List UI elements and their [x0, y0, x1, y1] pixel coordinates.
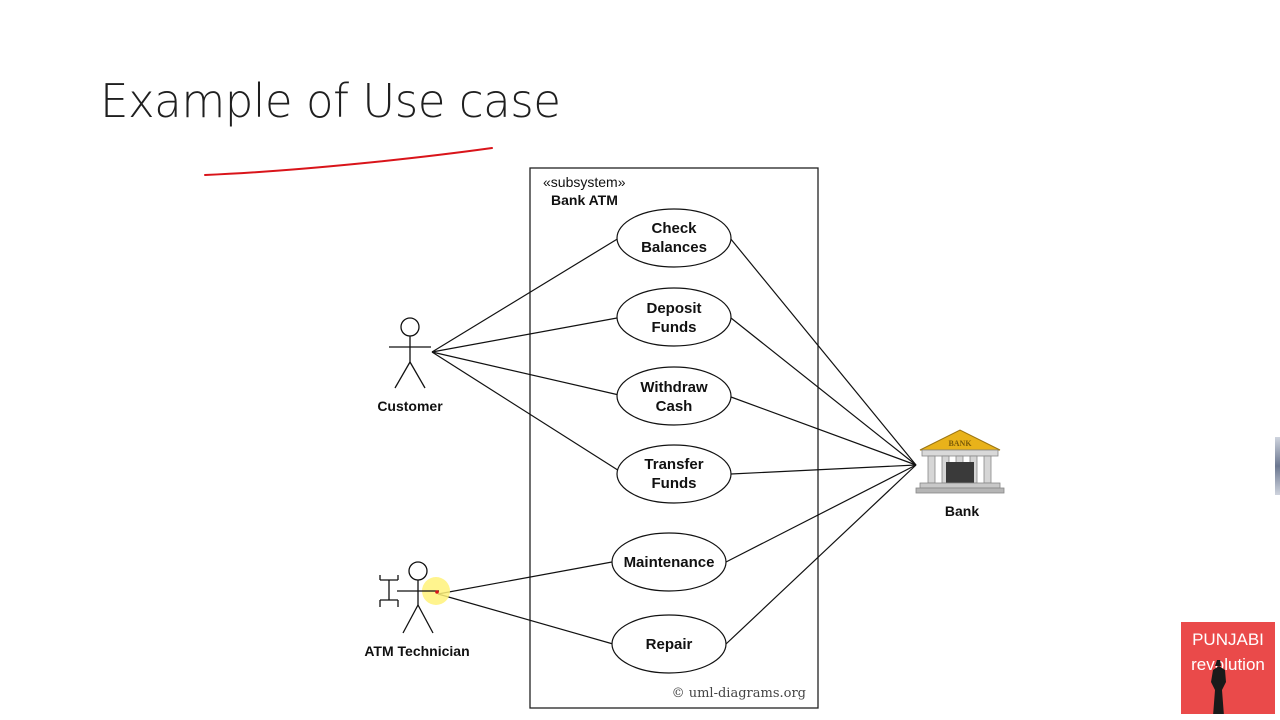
assoc-bank-deposit-funds	[730, 317, 917, 466]
use-case-deposit-funds: Deposit Funds	[616, 287, 732, 347]
partial-image-edge	[1275, 437, 1280, 495]
technician-label: ATM Technician	[364, 643, 469, 659]
assoc-customer-transfer-funds	[431, 351, 625, 475]
use-case-label: Transfer	[644, 456, 703, 473]
use-case-check-balances: Check Balances	[616, 208, 732, 268]
use-case-label: Repair	[646, 636, 693, 653]
subsystem-name: Bank ATM	[551, 192, 618, 208]
copyright-text: © uml-diagrams.org	[672, 686, 806, 701]
assoc-bank-transfer-funds	[730, 464, 917, 475]
technician-tool-icon	[379, 575, 399, 607]
assoc-customer-check-balances	[431, 237, 620, 353]
use-case-label: Balances	[641, 239, 707, 256]
use-case-label: Deposit	[646, 300, 701, 317]
associations	[431, 237, 917, 645]
subsystem-stereotype: «subsystem»	[543, 174, 626, 190]
brand-badge: PUNJABI revolution	[1181, 622, 1275, 714]
technician-actor	[397, 561, 439, 634]
subsystem-boundary	[529, 167, 819, 709]
brand-line1: PUNJABI	[1192, 630, 1264, 649]
assoc-bank-maintenance	[725, 464, 917, 563]
customer-label: Customer	[377, 398, 443, 414]
bank-label: Bank	[945, 503, 979, 519]
use-case-label: Check	[651, 220, 697, 237]
use-case-transfer-funds: Transfer Funds	[616, 444, 732, 504]
assoc-bank-check-balances	[729, 237, 917, 466]
cursor-dot	[435, 590, 439, 594]
use-case-label: Cash	[656, 398, 693, 415]
bank-sign: BANK	[948, 439, 972, 448]
assoc-customer-withdraw-cash	[431, 351, 620, 396]
assoc-customer-deposit-funds	[431, 317, 618, 353]
use-case-label: Maintenance	[624, 554, 715, 571]
use-case-maintenance: Maintenance	[611, 532, 727, 592]
customer-actor	[389, 317, 431, 389]
use-case-label: Funds	[652, 475, 697, 492]
slide-title: Example of Use case	[100, 74, 561, 128]
use-case-withdraw-cash: Withdraw Cash	[616, 366, 732, 426]
assoc-technician-maintenance	[437, 561, 613, 595]
use-case-label: Withdraw	[640, 379, 708, 396]
use-case-repair: Repair	[611, 614, 727, 674]
assoc-technician-repair	[437, 593, 614, 645]
customer-head	[400, 317, 420, 337]
assoc-bank-repair	[725, 464, 917, 645]
assoc-bank-withdraw-cash	[730, 396, 917, 466]
bank-icon: BANK	[915, 429, 1005, 494]
raised-fist-icon	[1211, 660, 1226, 714]
use-case-label: Funds	[652, 319, 697, 336]
underline-annotation	[204, 147, 493, 176]
brand-line2: revolution	[1191, 655, 1265, 674]
